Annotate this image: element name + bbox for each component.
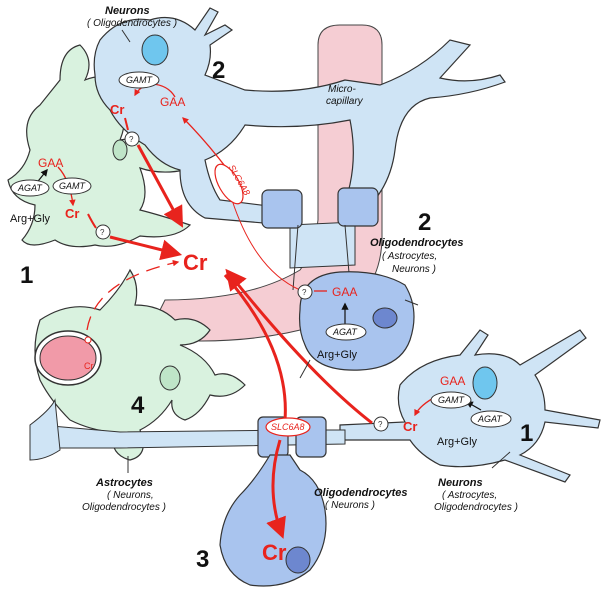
agat-ellipse-oligo bbox=[325, 323, 367, 341]
gamt-ellipse-right bbox=[430, 391, 472, 409]
agat-right: AGAT bbox=[477, 414, 503, 424]
cr-bottom: Cr bbox=[262, 540, 287, 565]
transporter-unknown-oligo bbox=[297, 284, 313, 300]
arg-gly-left: Arg+Gly bbox=[10, 213, 51, 225]
neurons-top-sub: ( Oligodendrocytes ) bbox=[87, 18, 177, 29]
neurons-right-sub1: ( Astrocytes, bbox=[442, 490, 497, 501]
arg-gly-oligo: Arg+Gly bbox=[317, 349, 358, 361]
neurons-right-title: Neurons bbox=[438, 477, 483, 489]
cr-top: Cr bbox=[110, 102, 124, 117]
agat-left: AGAT bbox=[17, 183, 43, 193]
gamt-top: GAMT bbox=[126, 75, 154, 85]
neuron-top bbox=[93, 7, 506, 226]
q-left: ? bbox=[100, 228, 105, 237]
gamt-right: GAMT bbox=[438, 395, 466, 405]
agat-ellipse-left bbox=[10, 179, 50, 197]
arg-gly-right: Arg+Gly bbox=[437, 436, 478, 448]
transporter-unknown-left bbox=[95, 224, 111, 240]
astro-title: Astrocytes bbox=[95, 477, 153, 489]
oligo-right-title: Oligodendrocytes bbox=[370, 237, 464, 249]
oligo-right-sub2: Neurons ) bbox=[392, 264, 436, 275]
astro-sub2: Oligodendrocytes ) bbox=[82, 502, 166, 513]
transporter-unknown-top bbox=[124, 131, 140, 147]
q-oligo: ? bbox=[302, 288, 307, 297]
astro-sub1: ( Neurons, bbox=[107, 490, 154, 501]
gamt-left: GAMT bbox=[59, 181, 87, 191]
agat-oligo: AGAT bbox=[332, 327, 358, 337]
q-top: ? bbox=[129, 135, 134, 144]
cr-capillary: Cr bbox=[84, 361, 94, 371]
agat-ellipse-right bbox=[470, 410, 512, 428]
nucleus-right bbox=[472, 366, 498, 400]
nucleus-top bbox=[141, 34, 169, 66]
cr-left: Cr bbox=[65, 206, 79, 221]
gaa-left: GAA bbox=[38, 156, 63, 170]
gamt-ellipse-top bbox=[118, 71, 160, 89]
slc6a8-ellipse-top bbox=[214, 163, 244, 205]
neurons-right-sub2: Oligodendrocytes ) bbox=[434, 502, 518, 513]
neurons-top-title: Neurons bbox=[105, 5, 150, 17]
oligodendrocyte-right bbox=[261, 187, 415, 371]
slc6a8-ellipse-bottom bbox=[265, 417, 311, 437]
transporter-unknown-right bbox=[373, 416, 389, 432]
gaa-right: GAA bbox=[440, 374, 465, 388]
cr-right: Cr bbox=[403, 419, 417, 434]
gaa-oligo: GAA bbox=[332, 285, 357, 299]
number-2-top: 2 bbox=[212, 57, 225, 84]
number-4: 4 bbox=[131, 392, 145, 419]
gamt-ellipse-left bbox=[52, 177, 92, 195]
oligo-bottom-sub: ( Neurons ) bbox=[325, 500, 375, 511]
oligo-bottom-title: Oligodendrocytes bbox=[314, 487, 408, 499]
astrocyte-cell-1 bbox=[7, 44, 192, 248]
number-2-right: 2 bbox=[418, 209, 431, 236]
gaa-top: GAA bbox=[160, 95, 185, 109]
cr-center: Cr bbox=[183, 250, 208, 275]
nucleus-bottom bbox=[285, 546, 311, 574]
number-1-left: 1 bbox=[20, 262, 33, 289]
q-right: ? bbox=[378, 420, 383, 429]
oligo-right-sub1: ( Astrocytes, bbox=[382, 251, 437, 262]
microcapillary-label-2: capillary bbox=[326, 96, 364, 107]
slc6a8-bottom: SLC6A8 bbox=[271, 422, 305, 432]
number-1-right: 1 bbox=[520, 420, 533, 447]
microcapillary-label-1: Micro- bbox=[328, 84, 356, 95]
number-3: 3 bbox=[196, 546, 209, 573]
